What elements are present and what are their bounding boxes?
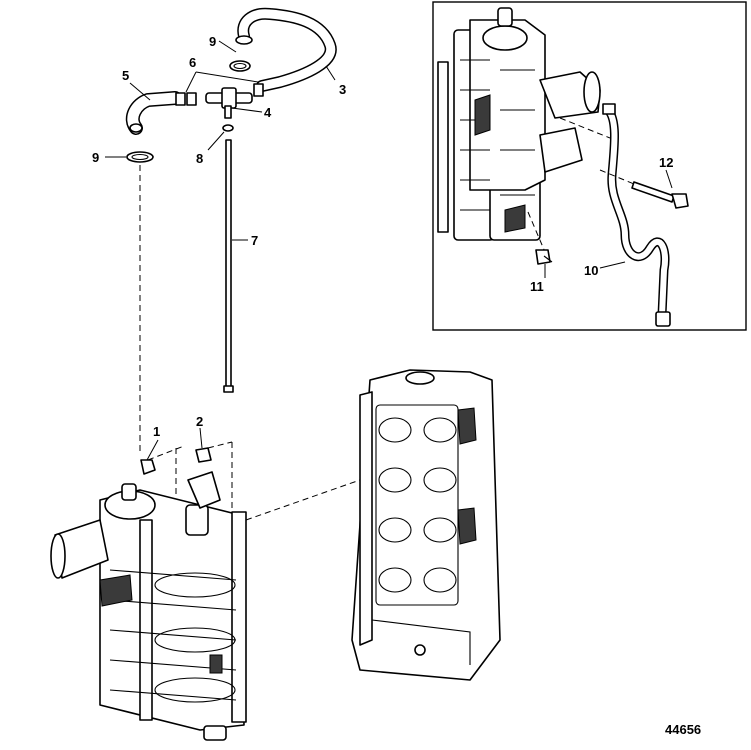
- callout-10: 10: [584, 263, 598, 278]
- figure-number: 44656: [665, 722, 701, 737]
- callout-2: 2: [196, 414, 203, 429]
- hose-10-fitting: [655, 311, 671, 327]
- callout-12: 12: [659, 155, 673, 170]
- inset-view: [432, 1, 747, 331]
- callout-1: 1: [153, 424, 160, 439]
- inset-intake-manifold: [437, 7, 601, 241]
- callout-labels: 1 2 3 4 5 6 7 8 9 9 10 11 12: [92, 34, 673, 439]
- tee-fitting-4: [205, 87, 253, 119]
- nut-1: [140, 459, 156, 475]
- callout-11: 11: [530, 279, 544, 294]
- clamp-9-lower: [126, 151, 154, 163]
- bolt-11: [535, 249, 553, 265]
- intake-manifold: [50, 471, 247, 741]
- leader-lines: [105, 40, 673, 461]
- bolt-12: [631, 181, 689, 209]
- callout-8: 8: [196, 151, 203, 166]
- hose-3: [237, 7, 337, 92]
- inset-border: [432, 1, 747, 331]
- cylinder-head: [351, 369, 501, 681]
- callout-9-lower: 9: [92, 150, 99, 165]
- clamp-6-left: [175, 92, 186, 106]
- callout-4: 4: [264, 105, 272, 120]
- clamp-6-right: [253, 83, 264, 97]
- hose-5: [125, 91, 182, 135]
- callout-3: 3: [339, 82, 346, 97]
- o-ring-8: [222, 124, 234, 132]
- tube-7: [223, 139, 234, 393]
- nut-2: [195, 447, 212, 463]
- callout-5: 5: [122, 68, 129, 83]
- clamp-9-top: [229, 60, 251, 72]
- callout-6: 6: [189, 55, 196, 70]
- callout-9-top: 9: [209, 34, 216, 49]
- hose-3-end: [235, 35, 253, 45]
- callout-7: 7: [251, 233, 258, 248]
